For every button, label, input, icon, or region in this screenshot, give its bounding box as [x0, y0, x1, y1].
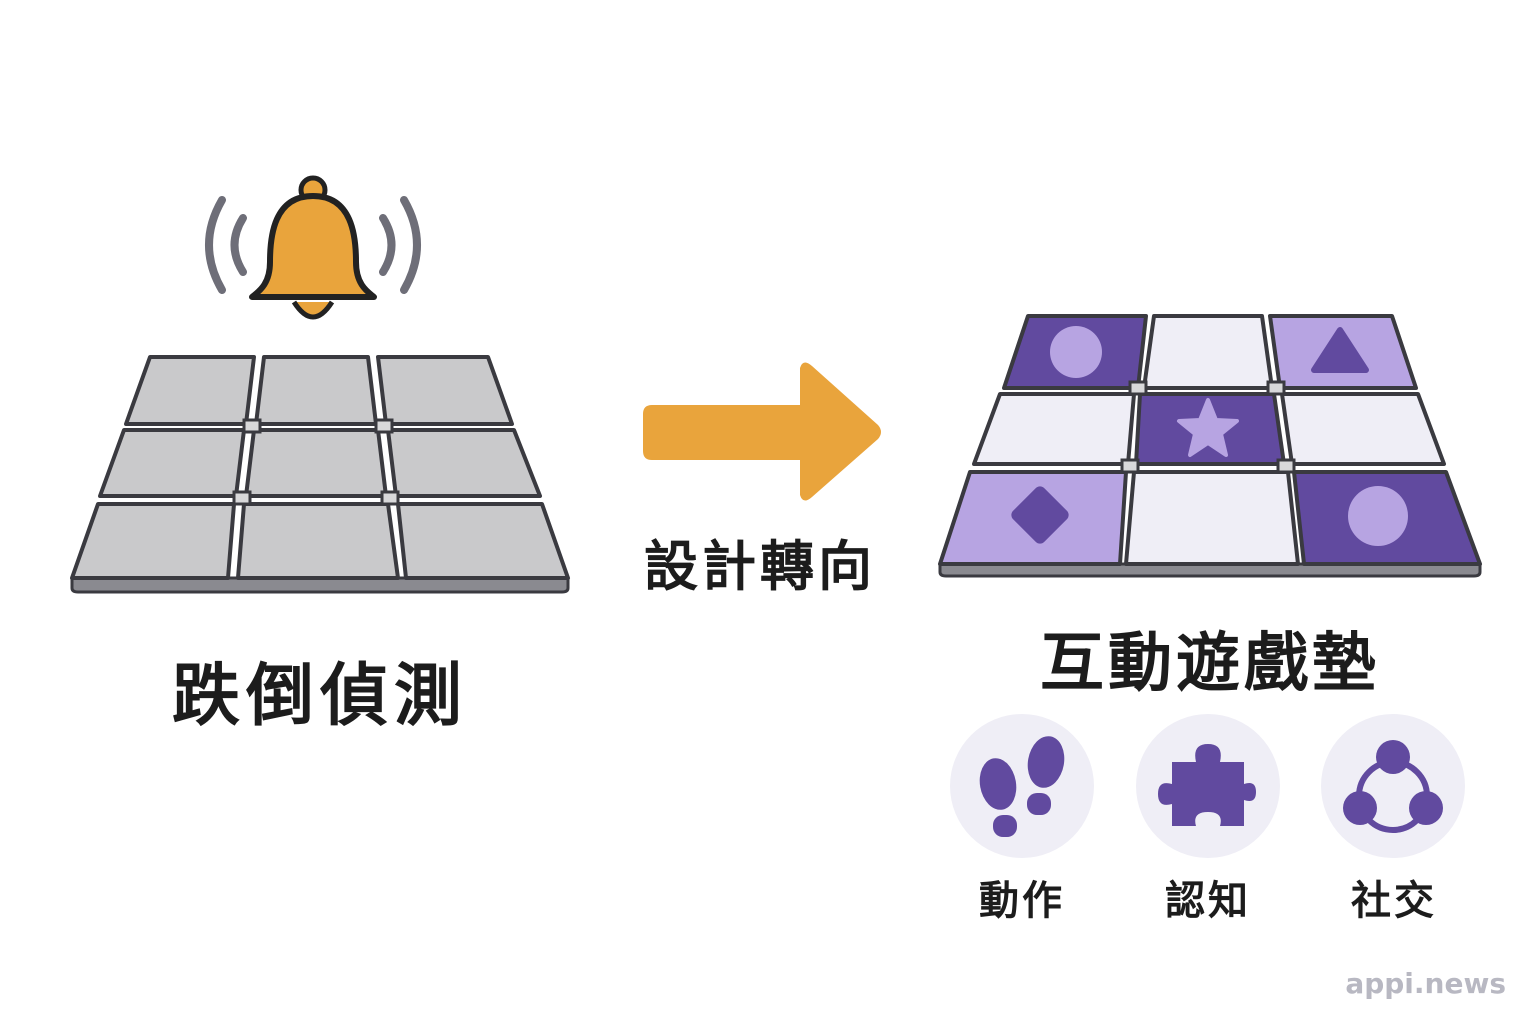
category-label-social: 社交	[1351, 878, 1437, 924]
triangle-shape-icon	[1311, 327, 1369, 373]
fall-detection-label: 跌倒偵測	[171, 657, 468, 736]
diamond-shape-icon	[1011, 486, 1069, 544]
interactive-game-mat	[938, 314, 1482, 578]
gray-floor-mat	[70, 355, 570, 594]
star-shape-icon	[1177, 398, 1239, 457]
design-pivot-label: 設計轉向	[644, 535, 876, 598]
watermark: appi.news	[1345, 967, 1506, 1000]
footprints-icon	[950, 714, 1094, 858]
circle-shape-icon	[1050, 326, 1102, 378]
bell-icon	[205, 175, 421, 320]
category-label-cognitive: 認知	[1165, 878, 1251, 924]
circle-shape-icon	[1348, 486, 1408, 546]
category-label-motor: 動作	[979, 878, 1065, 924]
social-network-icon	[1321, 714, 1465, 858]
puzzle-piece-icon	[1136, 714, 1280, 858]
arrow-right-icon	[643, 362, 881, 501]
interactive-mat-label: 互動遊戲墊	[1040, 627, 1380, 701]
